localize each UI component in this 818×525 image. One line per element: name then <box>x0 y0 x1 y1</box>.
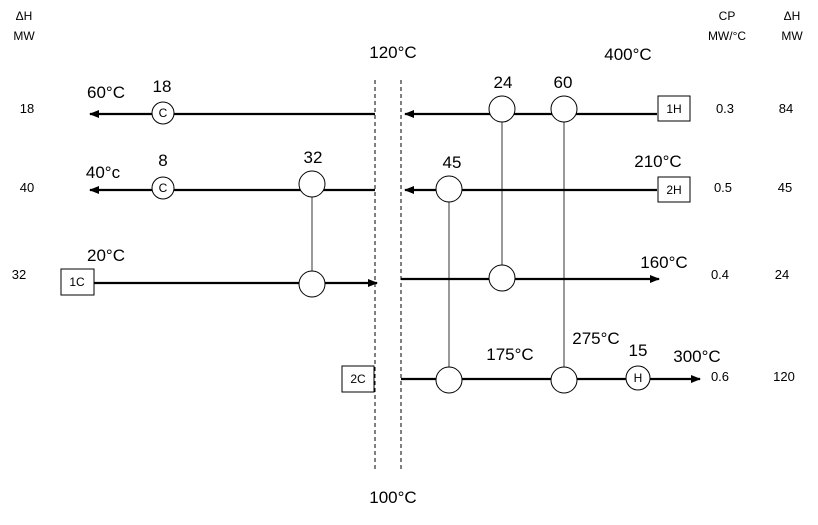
exchanger-45: 45 <box>435 153 463 394</box>
exchanger-32-hot-side <box>298 170 326 198</box>
stream-2h-cp: 0.5 <box>714 180 732 195</box>
cooler-1h-duty: 18 <box>153 77 172 96</box>
cooler-1h-label: C <box>159 106 168 120</box>
exchanger-32-duty: 32 <box>304 148 323 167</box>
stream-1c-target-temp: 160°C <box>640 253 687 272</box>
stream-1c-id: 1C <box>69 275 85 289</box>
stream-1h-target-temp: 60°C <box>87 83 125 102</box>
cp-header: CP <box>719 9 736 23</box>
cooler-2h: C 8 <box>151 151 175 200</box>
stream-1c-box <box>60 268 95 296</box>
cooler-2h-circle <box>151 176 175 200</box>
cp-unit: MW/°C <box>708 29 746 43</box>
exchanger-60-duty: 60 <box>554 73 573 92</box>
stream-2c-dh: 120 <box>773 369 795 384</box>
exchanger-24-hot-side <box>488 95 516 123</box>
exchanger-24: 24 <box>488 73 516 292</box>
stream-2h-left-dh: 40 <box>20 180 34 195</box>
exchanger-60-cold-side <box>550 366 578 394</box>
exchanger-60-hot-side <box>550 95 578 123</box>
stream-1c-dh: 24 <box>775 267 789 282</box>
pinch-cold-temp: 100°C <box>369 488 416 507</box>
stream-2h-supply-temp: 210°C <box>634 152 681 171</box>
stream-1h-left-dh: 18 <box>20 101 34 116</box>
stream-2c-target-temp: 300°C <box>673 347 720 366</box>
exchanger-24-cold-side <box>488 264 516 292</box>
stream-1h-box <box>657 95 691 122</box>
stream-1h-supply-temp: 400°C <box>604 45 651 64</box>
cooler-1h-circle <box>151 101 175 125</box>
stream-2c-cp: 0.6 <box>711 369 729 384</box>
stream-2h-dh: 45 <box>778 180 792 195</box>
cooler-1h: C 18 <box>151 77 175 125</box>
cooler-2h-duty: 8 <box>158 151 167 170</box>
heater-2c-label: H <box>634 371 643 385</box>
stream-1h-dh: 84 <box>779 101 793 116</box>
stream-1c-supply-temp: 20°C <box>87 246 125 265</box>
stream-2h-target-temp: 40°c <box>86 163 121 182</box>
exchanger-32: 32 <box>298 148 326 298</box>
stream-2c-id: 2C <box>350 372 366 386</box>
stream-2c-box <box>341 365 375 393</box>
heater-2c: H 15 <box>625 341 651 391</box>
stream-2h-id: 2H <box>666 183 681 197</box>
stream-1c-cp: 0.4 <box>711 267 729 282</box>
stream-1h-cp: 0.3 <box>716 101 734 116</box>
right-dh-unit: MW <box>781 29 803 43</box>
exchanger-60: 60 <box>550 73 578 394</box>
exchanger-45-cold-side <box>435 366 463 394</box>
stream-1h-id: 1H <box>666 102 681 116</box>
stream-2h: 2H 40 40°c 210°C 0.5 45 <box>20 152 792 203</box>
stream-2h-box <box>657 176 691 203</box>
stream-1c: 1C 32 20°C 160°C 0.4 24 <box>12 246 789 296</box>
exchanger-45-hot-side <box>435 175 463 203</box>
pinch-hot-temp: 120°C <box>369 43 416 62</box>
stream-2c-temp-275: 275°C <box>572 329 619 348</box>
exchanger-45-duty: 45 <box>443 153 462 172</box>
heater-2c-circle <box>625 365 651 391</box>
cooler-2h-label: C <box>159 181 168 195</box>
heater-2c-duty: 15 <box>629 341 648 360</box>
left-dh-unit: MW <box>13 29 35 43</box>
left-dh-header: ΔH <box>16 9 33 23</box>
right-dh-header: ΔH <box>784 9 801 23</box>
exchanger-32-cold-side <box>298 270 326 298</box>
exchanger-24-duty: 24 <box>494 73 513 92</box>
stream-1h: 1H 18 60°C 400°C 0.3 84 <box>20 45 793 122</box>
stream-1c-left-dh: 32 <box>12 267 26 282</box>
stream-2c-temp-175: 175°C <box>486 345 533 364</box>
